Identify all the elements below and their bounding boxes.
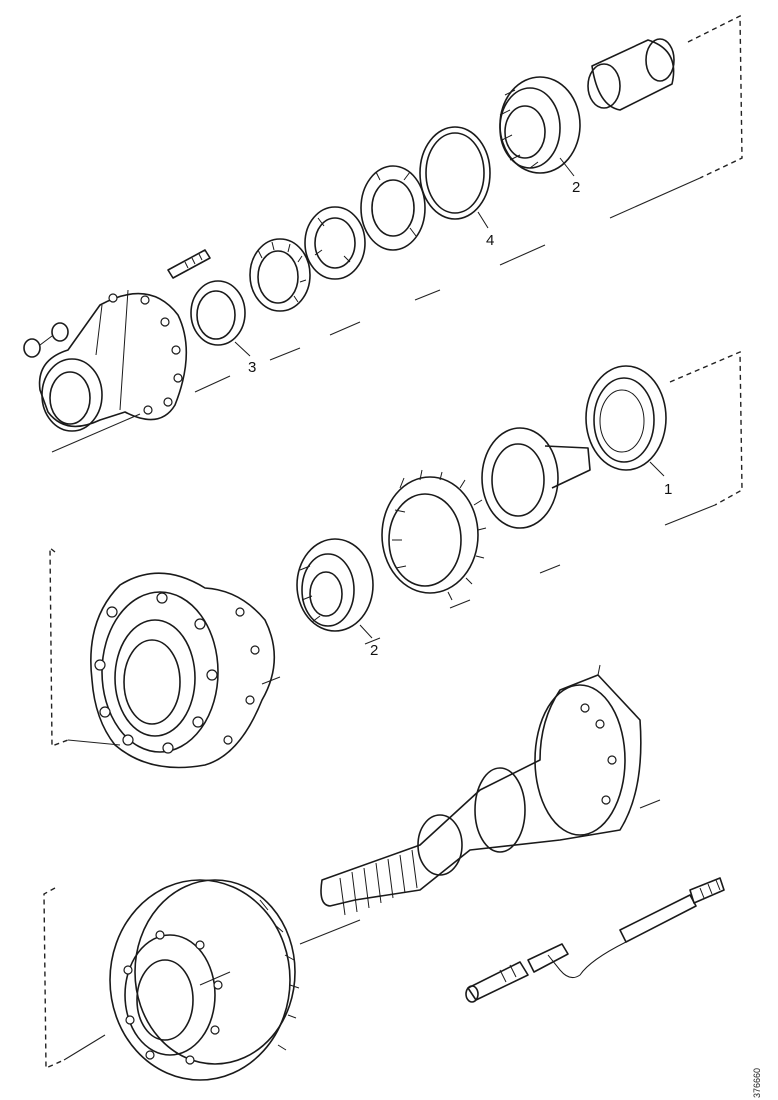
hub-nut <box>304 206 366 280</box>
label-4: 4 <box>486 232 494 249</box>
wheel-hub <box>90 572 276 769</box>
taper-bearing-upper <box>499 76 581 174</box>
figure-reference-code: 376660 <box>752 1067 762 1098</box>
taper-bearing-middle <box>296 538 374 632</box>
label-3: 3 <box>248 359 256 376</box>
axle-spindle <box>320 664 642 916</box>
centre-axis-middle <box>67 504 716 746</box>
label-2-upper: 2 <box>572 179 580 196</box>
flanged-sleeve <box>481 427 591 529</box>
seal-hub <box>190 280 246 346</box>
label-2-middle: 2 <box>370 642 378 659</box>
abs-sensor <box>547 877 725 979</box>
sensor-bushing <box>465 943 569 1003</box>
small-nut <box>23 322 69 358</box>
label-1: 1 <box>664 481 672 498</box>
leader-2-upper <box>559 157 575 177</box>
seal-outer <box>585 365 667 471</box>
toothed-ring <box>249 238 311 312</box>
brake-disc <box>109 879 300 1081</box>
sleeve-part <box>587 38 675 111</box>
leader-2-middle <box>359 624 373 639</box>
leader-3 <box>234 341 251 357</box>
ring-gear <box>381 469 487 601</box>
lock-washer <box>360 165 426 251</box>
leader-1 <box>649 461 665 477</box>
centre-axis-upper <box>51 177 701 453</box>
flanged-hub-housing <box>38 289 188 432</box>
ring-retainer <box>419 126 491 220</box>
assembly-guide-lines <box>43 14 743 1070</box>
callout-group: 2 4 3 1 2 <box>234 157 672 659</box>
wheel-stud <box>167 249 211 279</box>
leader-4 <box>477 211 489 229</box>
centre-axis-lower <box>63 799 661 1061</box>
